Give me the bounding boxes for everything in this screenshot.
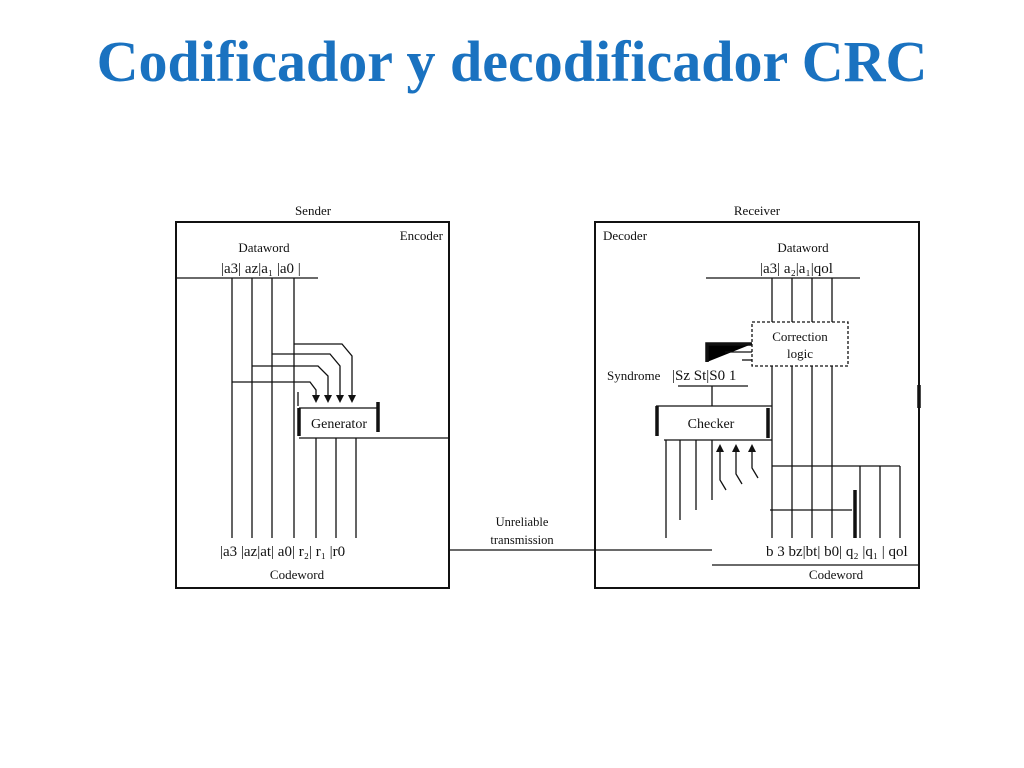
receiver-dataword-label: Dataword bbox=[777, 240, 829, 255]
receiver-codeword-label: Codeword bbox=[809, 567, 864, 582]
correction-label-2: logic bbox=[787, 346, 813, 361]
receiver-codeword-bits: b 3 bz|bt| b0| q₂ |q₁ | qol bbox=[766, 544, 908, 560]
checker-arrow-2 bbox=[732, 444, 740, 452]
checker-label: Checker bbox=[688, 417, 735, 432]
sender-heading: Sender bbox=[295, 203, 332, 218]
sender-tap-3 bbox=[252, 365, 329, 395]
generator-label: Generator bbox=[311, 417, 367, 432]
channel-label-2: transmission bbox=[490, 533, 554, 547]
checker-arc-2 bbox=[735, 452, 743, 485]
sender-dataword-bits: |a3| az|a₁ |a0 | bbox=[221, 261, 301, 277]
sender-tap-2 bbox=[272, 353, 341, 395]
encoder-box bbox=[175, 221, 450, 589]
receiver-dataword-bits: |a3| a₂|a₁|qol bbox=[760, 261, 833, 277]
sender-arrow-1 bbox=[312, 395, 320, 403]
checker-arc-1 bbox=[719, 452, 727, 491]
syndrome-label: Syndrome bbox=[607, 368, 661, 383]
sender-arrow-3 bbox=[336, 395, 344, 403]
sender-arrow-4 bbox=[348, 395, 356, 403]
encoder-label: Encoder bbox=[400, 228, 444, 243]
checker-arc-3 bbox=[751, 452, 759, 479]
decoder-box bbox=[594, 221, 920, 589]
sender-codeword-label: Codeword bbox=[270, 567, 325, 582]
sender-tap-1 bbox=[294, 343, 353, 395]
syndrome-bits: |Sz St|S0 1 bbox=[672, 368, 736, 384]
receiver-heading: Receiver bbox=[734, 203, 781, 218]
checker-arrow-3 bbox=[748, 444, 756, 452]
checker-arrow-1 bbox=[716, 444, 724, 452]
sender-tap-4 bbox=[232, 381, 317, 395]
correction-label-1: Correction bbox=[772, 329, 828, 344]
syndrome-to-correction bbox=[705, 342, 752, 362]
sender-dataword-label: Dataword bbox=[238, 240, 290, 255]
decoder-label: Decoder bbox=[603, 228, 648, 243]
channel-label-1: Unreliable bbox=[496, 515, 549, 529]
sender-arrow-2 bbox=[324, 395, 332, 403]
page-title: Codificador y decodificador CRC bbox=[96, 29, 928, 94]
sender-codeword-bits: |a3 |az|at| a0| r₂| r₁ |r0 bbox=[220, 544, 345, 560]
